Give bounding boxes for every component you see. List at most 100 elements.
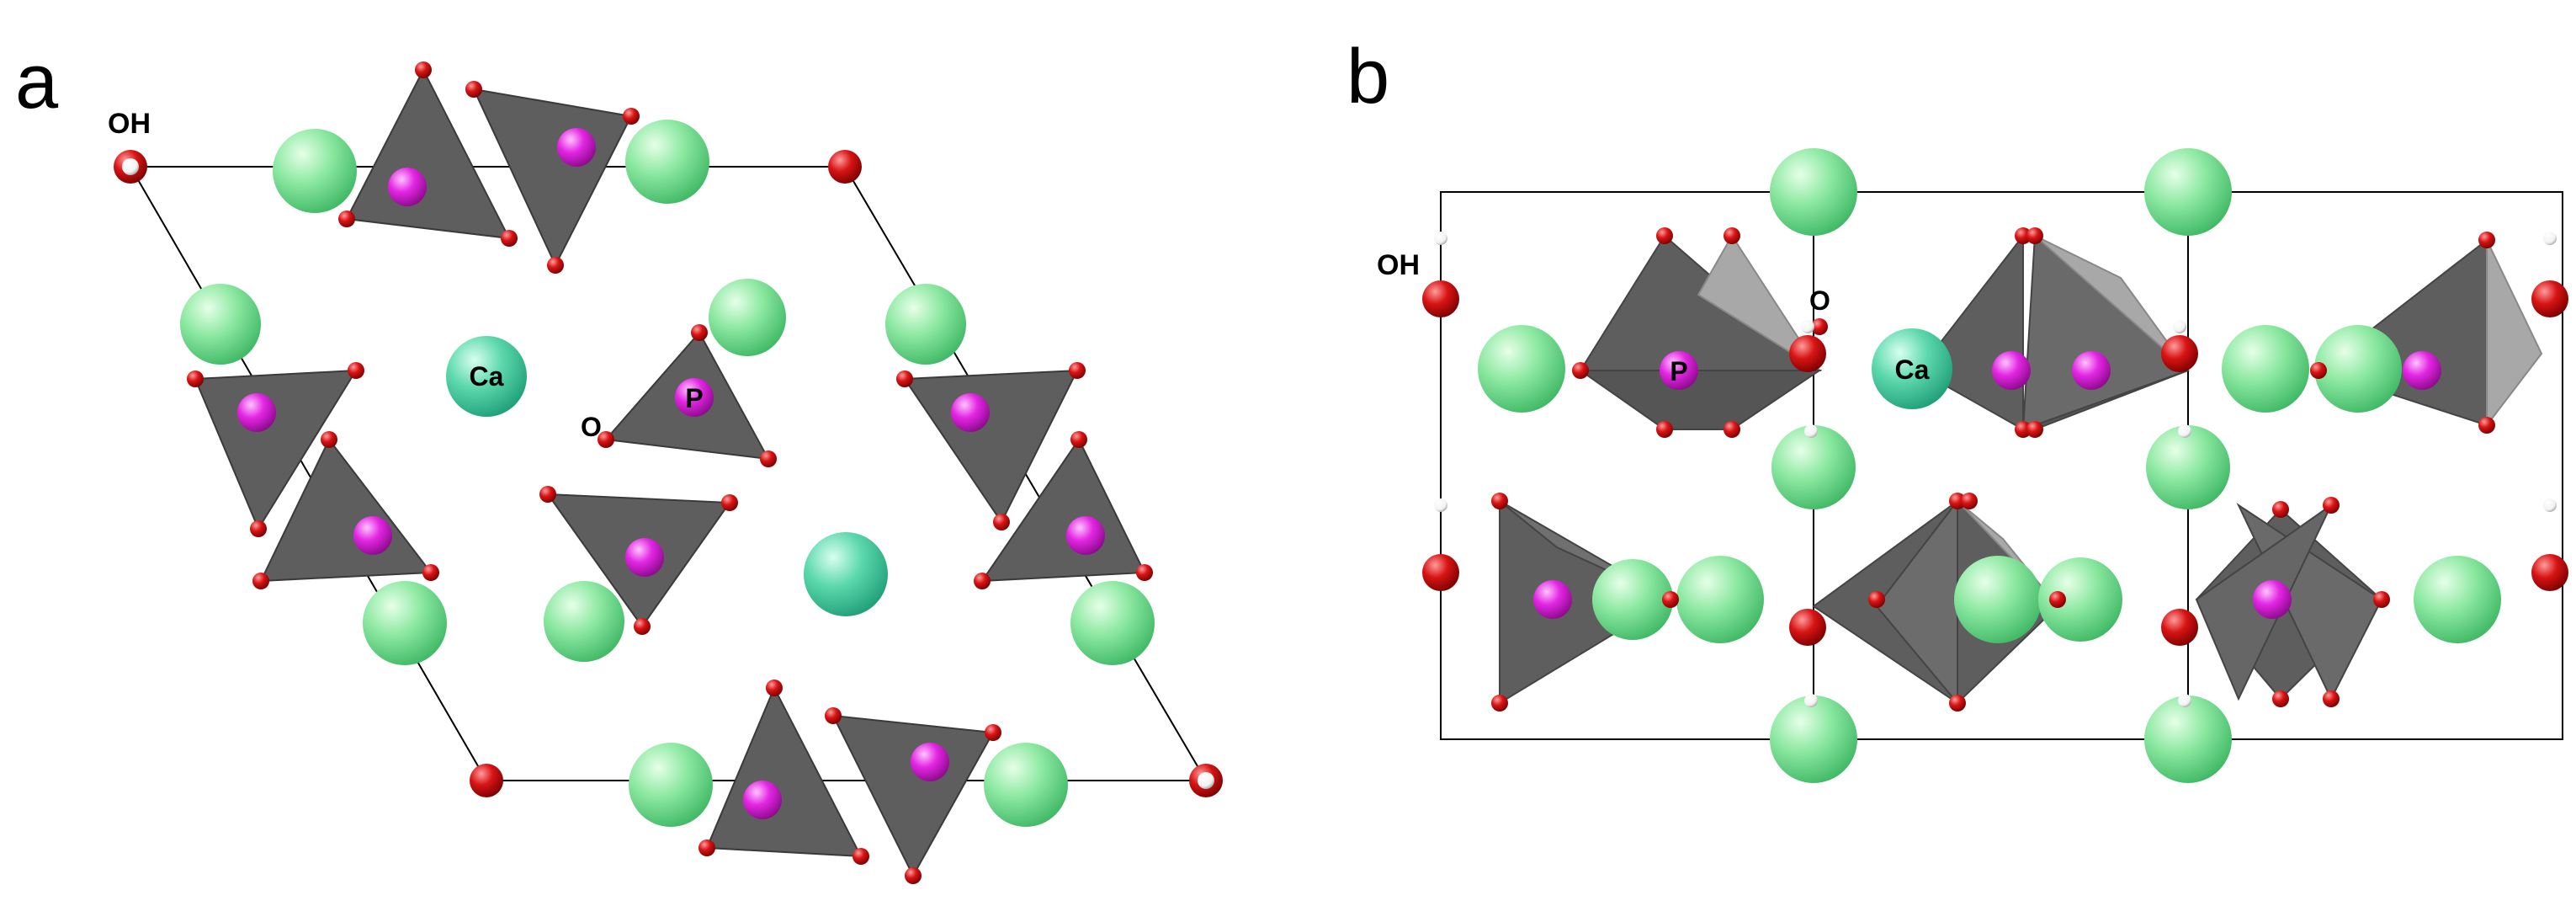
o-atom xyxy=(1422,554,1459,591)
p-atom xyxy=(237,393,276,432)
ca-atom xyxy=(1070,581,1155,665)
o-atom xyxy=(852,848,869,865)
panel-a: a xyxy=(15,39,1223,884)
o-atom xyxy=(2026,227,2043,244)
o-atom xyxy=(2272,690,2289,707)
o-atom xyxy=(252,573,269,589)
o-atom xyxy=(501,230,518,247)
o-atom xyxy=(634,618,651,635)
ca-atom xyxy=(804,532,888,616)
o-atom xyxy=(1811,318,1828,335)
ca-atom xyxy=(1771,425,1856,509)
o-atom xyxy=(905,867,922,884)
p-atom xyxy=(2253,580,2292,619)
panel-a-o-label: O xyxy=(581,412,602,442)
h-atom xyxy=(122,158,139,175)
o-atom xyxy=(470,764,503,797)
o-atom xyxy=(422,564,439,581)
o-atom xyxy=(698,839,715,856)
o-atom xyxy=(2373,591,2390,608)
o-atom xyxy=(465,81,482,98)
po4-tetrahedron xyxy=(345,67,511,240)
p-atom xyxy=(2072,351,2111,390)
ca-atom xyxy=(273,129,357,213)
ca-atom xyxy=(180,284,261,365)
p-atom xyxy=(743,781,782,819)
p-atom xyxy=(675,378,714,417)
ca-atom xyxy=(1592,559,1673,640)
h-atom xyxy=(2543,232,2557,245)
p-atom xyxy=(951,393,990,432)
o-atom xyxy=(2015,421,2032,438)
o-atom xyxy=(1491,695,1508,711)
panel-b-tetrahedra xyxy=(1499,233,2543,706)
ca-atom xyxy=(363,581,447,665)
ca-atom xyxy=(1872,328,1952,409)
panel-b-phosphorus-atoms xyxy=(1533,351,2441,619)
panel-a-calcium-atoms xyxy=(180,120,1155,827)
o-atom xyxy=(1070,431,1087,448)
ca-atom xyxy=(446,336,527,417)
o-atom xyxy=(2478,232,2495,248)
o-atom xyxy=(1724,421,1740,438)
ca-atom xyxy=(1478,325,1565,413)
h-atom xyxy=(2178,694,2191,707)
ca-atom xyxy=(2144,695,2232,783)
h-atom xyxy=(1198,772,1214,789)
p-atom xyxy=(1660,351,1698,390)
h-atom xyxy=(1801,320,1814,333)
ca-atom xyxy=(1676,556,1764,643)
panel-a-hydroxyl-groups xyxy=(114,150,1223,797)
h-atom xyxy=(2178,424,2191,438)
o-atom xyxy=(2015,227,2032,244)
h-atom xyxy=(2543,498,2557,512)
ca-atom xyxy=(2146,425,2230,509)
o-atom xyxy=(896,370,913,387)
o-atom xyxy=(2026,421,2043,438)
ca-atom xyxy=(2038,557,2122,642)
ca-atom xyxy=(544,581,624,662)
o-atom xyxy=(691,324,708,341)
po4-tetrahedron xyxy=(194,369,358,531)
o-atom xyxy=(1789,335,1826,372)
o-atom xyxy=(825,707,842,724)
h-atom xyxy=(2173,320,2186,333)
panel-a-oxygen-atoms xyxy=(187,61,1153,884)
ca-atom xyxy=(2222,325,2309,413)
panel-b-calcium-atoms-front xyxy=(1478,325,2501,643)
o-atom xyxy=(1949,695,1966,711)
po4-tetrahedron-face xyxy=(1579,234,1822,371)
o-atom xyxy=(2531,554,2568,591)
o-atom xyxy=(338,211,355,227)
o-atom xyxy=(348,362,364,379)
panel-b: b xyxy=(1346,34,2568,783)
o-atom xyxy=(2272,501,2289,518)
p-atom xyxy=(625,538,664,577)
p-atom xyxy=(353,516,392,555)
po4-tetrahedron xyxy=(472,88,633,268)
o-atom xyxy=(1949,493,1966,509)
ca-atom xyxy=(1954,556,2042,643)
o-atom xyxy=(1491,493,1508,509)
o-atom xyxy=(1868,591,1885,608)
po4-tetrahedron xyxy=(831,714,995,878)
po4-tetrahedron-face xyxy=(1577,370,1823,430)
ca-atom xyxy=(2144,148,2232,236)
panel-b-hydroxyl-columns xyxy=(1422,232,2568,707)
o-atom xyxy=(1136,564,1153,581)
ca-atom xyxy=(1770,695,1857,783)
p-atom xyxy=(911,743,949,781)
po4-tetrahedron xyxy=(980,438,1146,583)
o-atom xyxy=(415,61,432,78)
ca-atom xyxy=(2314,325,2402,413)
o-atom xyxy=(539,486,556,503)
po4-tetrahedron xyxy=(903,369,1079,524)
panel-a-p-label: P xyxy=(685,383,703,413)
panel-a-oh-label: OH xyxy=(108,108,151,140)
o-atom xyxy=(1789,609,1826,646)
o-atom xyxy=(1656,421,1673,438)
o-atom xyxy=(1422,280,1459,317)
o-atom xyxy=(760,450,777,467)
p-atom xyxy=(2403,351,2441,390)
